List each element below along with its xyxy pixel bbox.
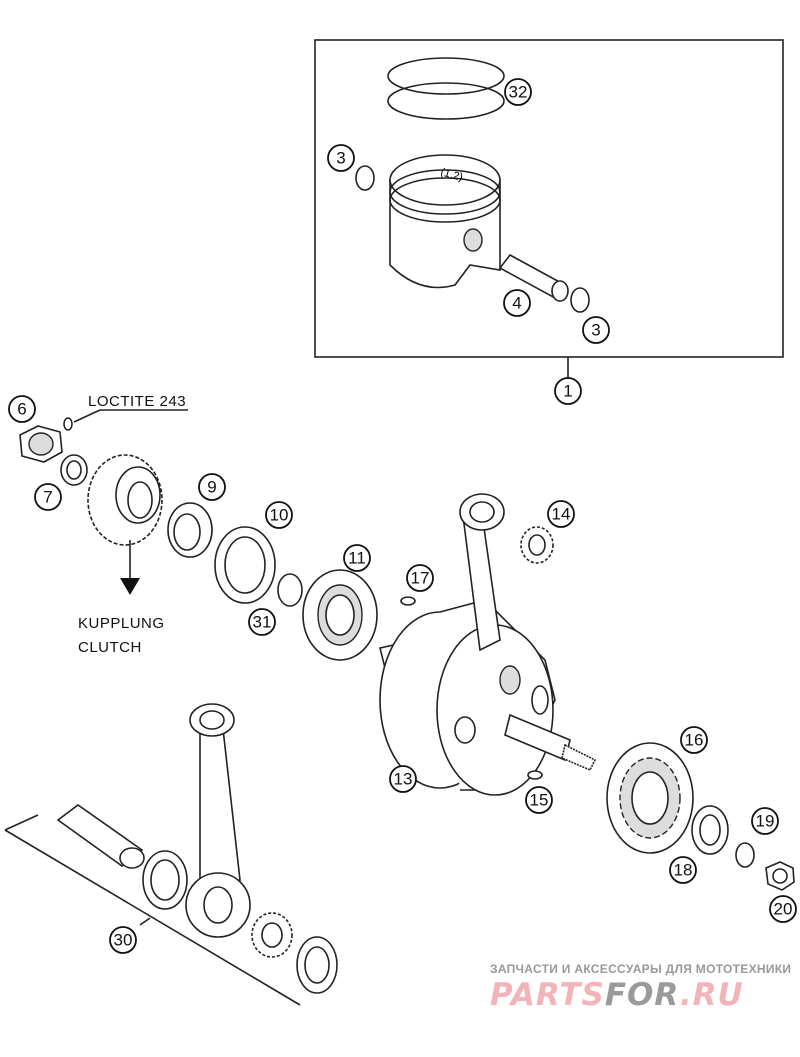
woodruff-key <box>527 770 543 780</box>
connecting-rod-kit <box>56 703 338 994</box>
arrow-down-icon <box>120 578 140 595</box>
svg-text:18: 18 <box>674 861 693 880</box>
lock-washer <box>60 454 88 486</box>
circlip <box>355 165 375 191</box>
watermark-logo: PARTSFOR.RU <box>490 977 744 1013</box>
nut <box>765 861 795 891</box>
clutch-label-de: KUPPLUNG <box>78 615 165 632</box>
crankshaft <box>379 493 597 796</box>
svg-text:10: 10 <box>270 506 289 525</box>
svg-text:19: 19 <box>756 812 775 831</box>
svg-text:31: 31 <box>253 613 272 632</box>
callout-11: 11 <box>343 544 371 572</box>
callout-4: 4 <box>503 289 531 317</box>
svg-text:11: 11 <box>348 549 366 568</box>
svg-text:14: 14 <box>552 505 571 524</box>
svg-text:7: 7 <box>43 488 52 507</box>
svg-text:3: 3 <box>591 321 600 340</box>
callout-17: 17 <box>406 564 434 592</box>
svg-text:6: 6 <box>17 400 26 419</box>
svg-text:16: 16 <box>685 731 704 750</box>
callout-10: 10 <box>265 501 293 529</box>
spacer-bushing <box>167 502 213 558</box>
piston-rings <box>387 57 505 120</box>
svg-text:13: 13 <box>394 770 413 789</box>
callout-18: 18 <box>669 856 697 884</box>
svg-text:1: 1 <box>563 382 572 401</box>
nut <box>19 425 63 463</box>
o-ring <box>277 573 303 607</box>
svg-text:4: 4 <box>512 294 521 313</box>
clutch-label-en: CLUTCH <box>78 639 142 656</box>
callout-7: 7 <box>34 483 62 511</box>
main-bearing-left <box>302 569 378 661</box>
svg-text:15: 15 <box>530 791 549 810</box>
svg-text:20: 20 <box>774 900 793 919</box>
callout-15: 15 <box>525 786 553 814</box>
svg-text:32: 32 <box>509 83 528 102</box>
callout-14: 14 <box>547 500 575 528</box>
circlip <box>570 287 590 313</box>
svg-text:9: 9 <box>207 478 216 497</box>
callout-16: 16 <box>680 726 708 754</box>
callout-13: 13 <box>389 765 417 793</box>
washer <box>735 842 755 868</box>
callout-1: 1 <box>554 377 582 405</box>
piston-kit-box <box>314 39 784 358</box>
primary-gear <box>87 454 163 546</box>
callout-31: 31 <box>248 608 276 636</box>
spacer-ring <box>691 805 729 855</box>
callout-9: 9 <box>198 473 226 501</box>
callout-20: 20 <box>769 895 797 923</box>
callout-6: 6 <box>8 395 36 423</box>
watermark-subtitle: ЗАПЧАСТИ И АКСЕССУАРЫ ДЛЯ МОТОТЕХНИКИ <box>490 962 792 976</box>
callout-30: 30 <box>109 926 137 954</box>
svg-text:30: 30 <box>114 931 133 950</box>
piston-pin <box>498 253 569 302</box>
needle-bearing <box>520 526 554 564</box>
loctite-note: LOCTITE 243 <box>88 393 186 410</box>
shaft-seal <box>214 526 276 604</box>
callout-32: 32 <box>504 78 532 106</box>
piston-marking: (1,2) <box>439 166 464 183</box>
callout-3: 3 <box>327 144 355 172</box>
woodruff-key <box>400 596 416 606</box>
callout-19: 19 <box>751 807 779 835</box>
piston: (1,2) <box>389 154 501 289</box>
main-bearing-right <box>606 742 694 854</box>
callout-3: 3 <box>582 316 610 344</box>
svg-text:17: 17 <box>411 569 430 588</box>
svg-text:3: 3 <box>336 149 345 168</box>
